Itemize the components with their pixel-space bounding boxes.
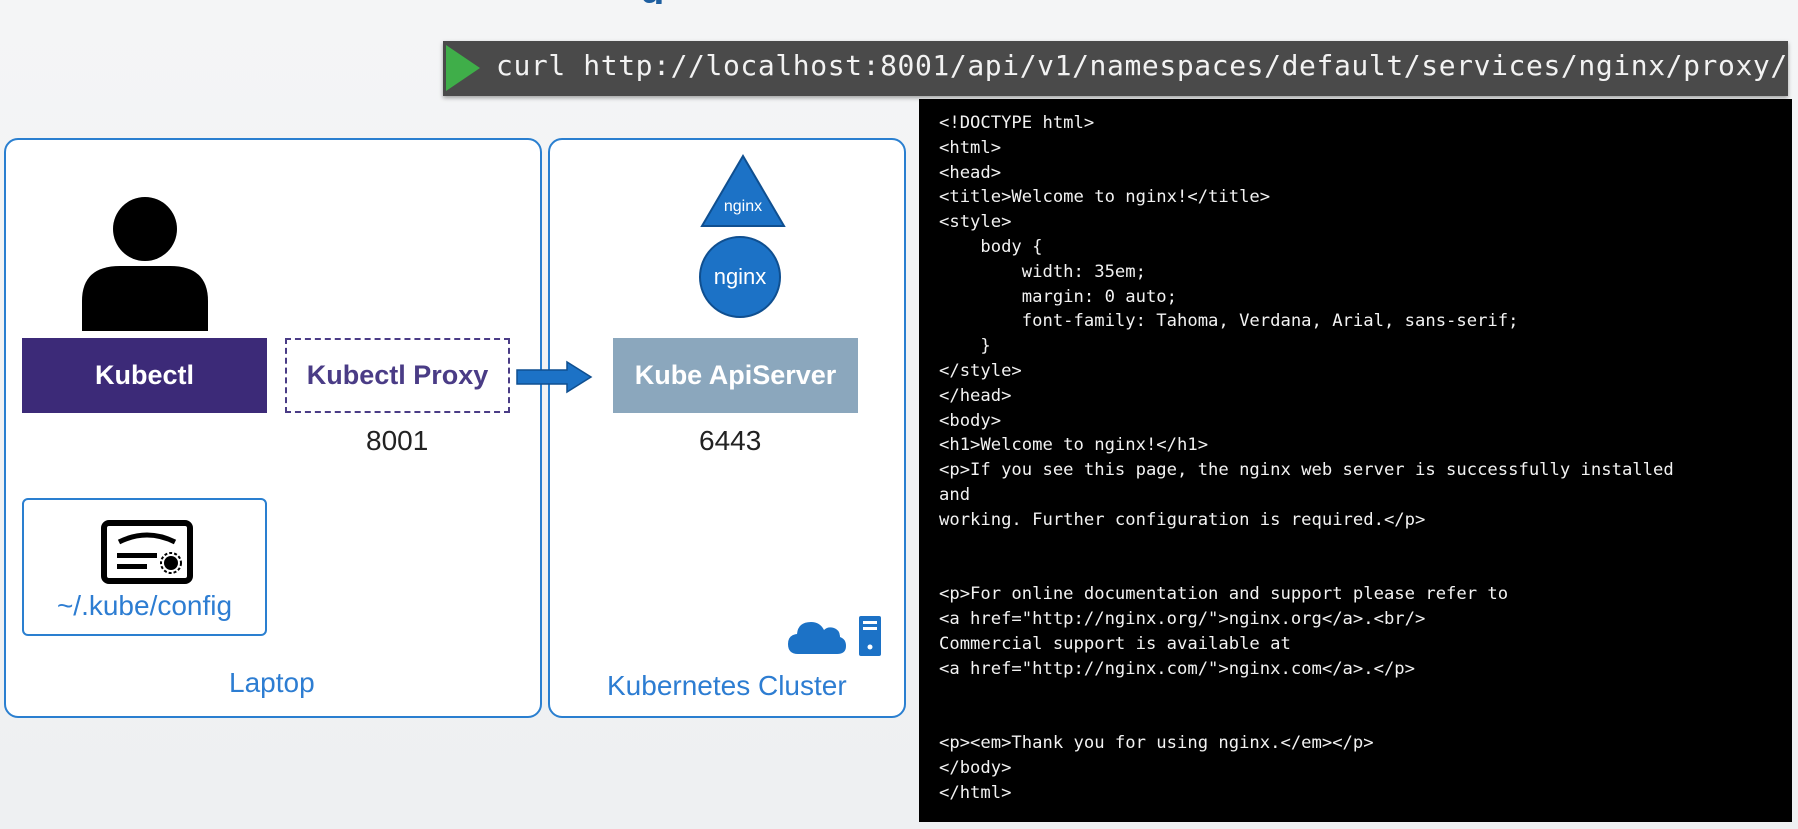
cloud-icon xyxy=(788,622,846,654)
nginx-pod-label: nginx xyxy=(713,264,767,289)
triangle-icon xyxy=(700,154,786,227)
terminal-text: <!DOCTYPE html> <html> <head> <title>Wel… xyxy=(939,113,1674,803)
kube-apiserver-box: Kube ApiServer xyxy=(613,338,858,413)
kubectl-proxy-box: Kubectl Proxy xyxy=(285,338,510,413)
kubectl-box: Kubectl xyxy=(22,338,267,413)
cluster-label: Kubernetes Cluster xyxy=(607,670,847,701)
kube-config-label: ~/.kube/config xyxy=(56,590,233,621)
kubectl-label: Kubectl xyxy=(94,360,194,390)
nginx-pod-icon: nginx xyxy=(699,236,781,318)
kube-config-box: ~/.kube/config xyxy=(22,498,267,636)
arrow-right-icon xyxy=(516,360,593,394)
play-icon xyxy=(446,45,480,91)
command-text: curl http://localhost:8001/api/v1/namesp… xyxy=(496,49,1788,82)
laptop-label: Laptop xyxy=(229,667,315,698)
cluster-panel: Kubernetes Cluster xyxy=(548,138,906,718)
nginx-service-icon: nginx xyxy=(700,154,786,228)
user-icon xyxy=(82,197,208,331)
command-bar: curl http://localhost:8001/api/v1/namesp… xyxy=(443,41,1788,96)
apiserver-port: 6443 xyxy=(699,425,762,456)
server-icon xyxy=(859,616,881,656)
certificate-icon xyxy=(101,520,193,584)
nginx-service-label: nginx xyxy=(723,198,763,215)
terminal-output: <!DOCTYPE html> <html> <head> <title>Wel… xyxy=(919,99,1792,822)
kube-apiserver-label: Kube ApiServer xyxy=(634,360,837,390)
kubectl-proxy-label: Kubectl Proxy xyxy=(306,360,489,390)
slide-title-fragment: g xyxy=(640,0,720,4)
proxy-port: 8001 xyxy=(366,425,429,456)
